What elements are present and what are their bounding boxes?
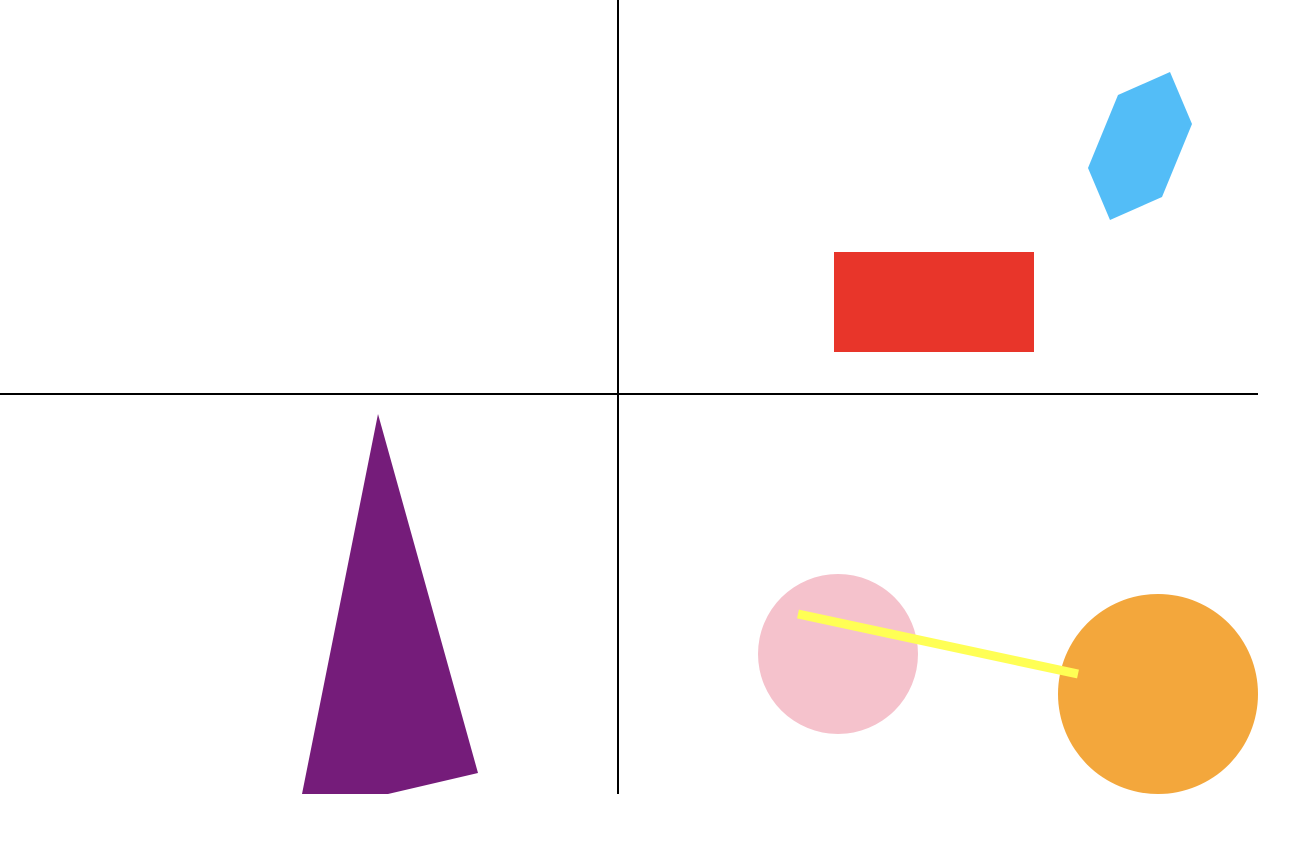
red-rectangle — [834, 252, 1034, 352]
yellow-line — [797, 609, 1079, 679]
orange-circle — [1058, 594, 1258, 794]
blue-hexagon — [1088, 72, 1192, 220]
pink-circle — [758, 574, 918, 734]
purple-triangle — [302, 414, 478, 794]
